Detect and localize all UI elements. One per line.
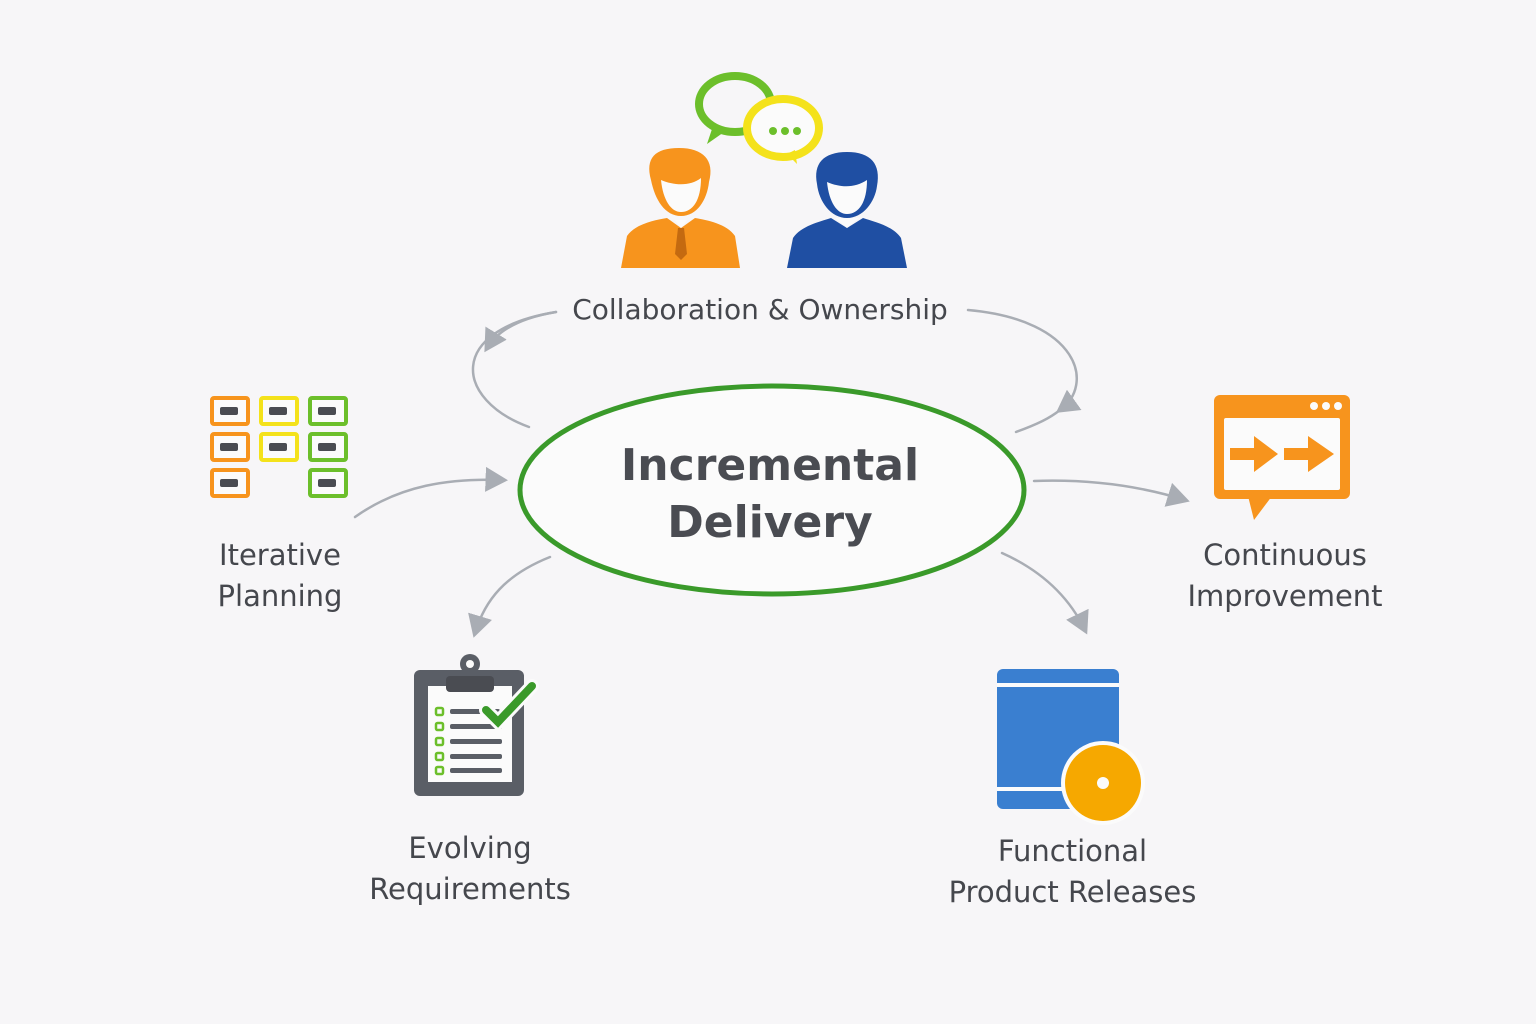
arrow-center-to-requirements — [468, 555, 552, 638]
continuous-improvement-line2: Improvement — [1187, 579, 1383, 613]
arrow-planning-to-center — [353, 466, 508, 519]
arrow-center-to-releases — [1000, 551, 1089, 635]
task-board-icon — [210, 396, 348, 498]
arrow-center-to-improvement — [1032, 479, 1190, 507]
two-people-chat-icon — [621, 72, 907, 268]
continuous-improvement-line1: Continuous — [1203, 538, 1367, 572]
iterative-planning-line1: Iterative — [219, 538, 341, 572]
yellow-speech-bubble-icon — [743, 95, 823, 164]
center-title-line2: Delivery — [667, 497, 873, 548]
arrow-collaboration-right-loop — [966, 308, 1082, 413]
evolving-requirements-label: Evolving Requirements — [330, 828, 610, 910]
center-title: Incremental Delivery — [570, 437, 970, 551]
functional-releases-line1: Functional — [997, 834, 1148, 868]
fast-forward-window-icon — [1214, 395, 1350, 520]
release-package-icon — [997, 669, 1145, 825]
center-ring — [517, 383, 1027, 597]
functional-releases-label: Functional Product Releases — [915, 831, 1230, 913]
iterative-planning-line2: Planning — [217, 579, 343, 613]
functional-releases-line2: Product Releases — [948, 875, 1197, 909]
center-title-line1: Incremental — [620, 440, 920, 491]
evolving-requirements-line2: Requirements — [369, 872, 571, 906]
arrow-collaboration-right-tail — [1014, 408, 1062, 434]
collaboration-label: Collaboration & Ownership — [572, 293, 948, 326]
double-arrow-icon — [1230, 436, 1334, 472]
checklist-clipboard-icon — [414, 654, 539, 796]
evolving-requirements-line1: Evolving — [408, 831, 532, 865]
arrow-collaboration-left-head — [484, 310, 558, 353]
continuous-improvement-label: Continuous Improvement — [1150, 535, 1420, 617]
orange-person-icon — [621, 148, 740, 268]
blue-person-icon — [787, 152, 907, 268]
iterative-planning-label: Iterative Planning — [160, 535, 400, 617]
